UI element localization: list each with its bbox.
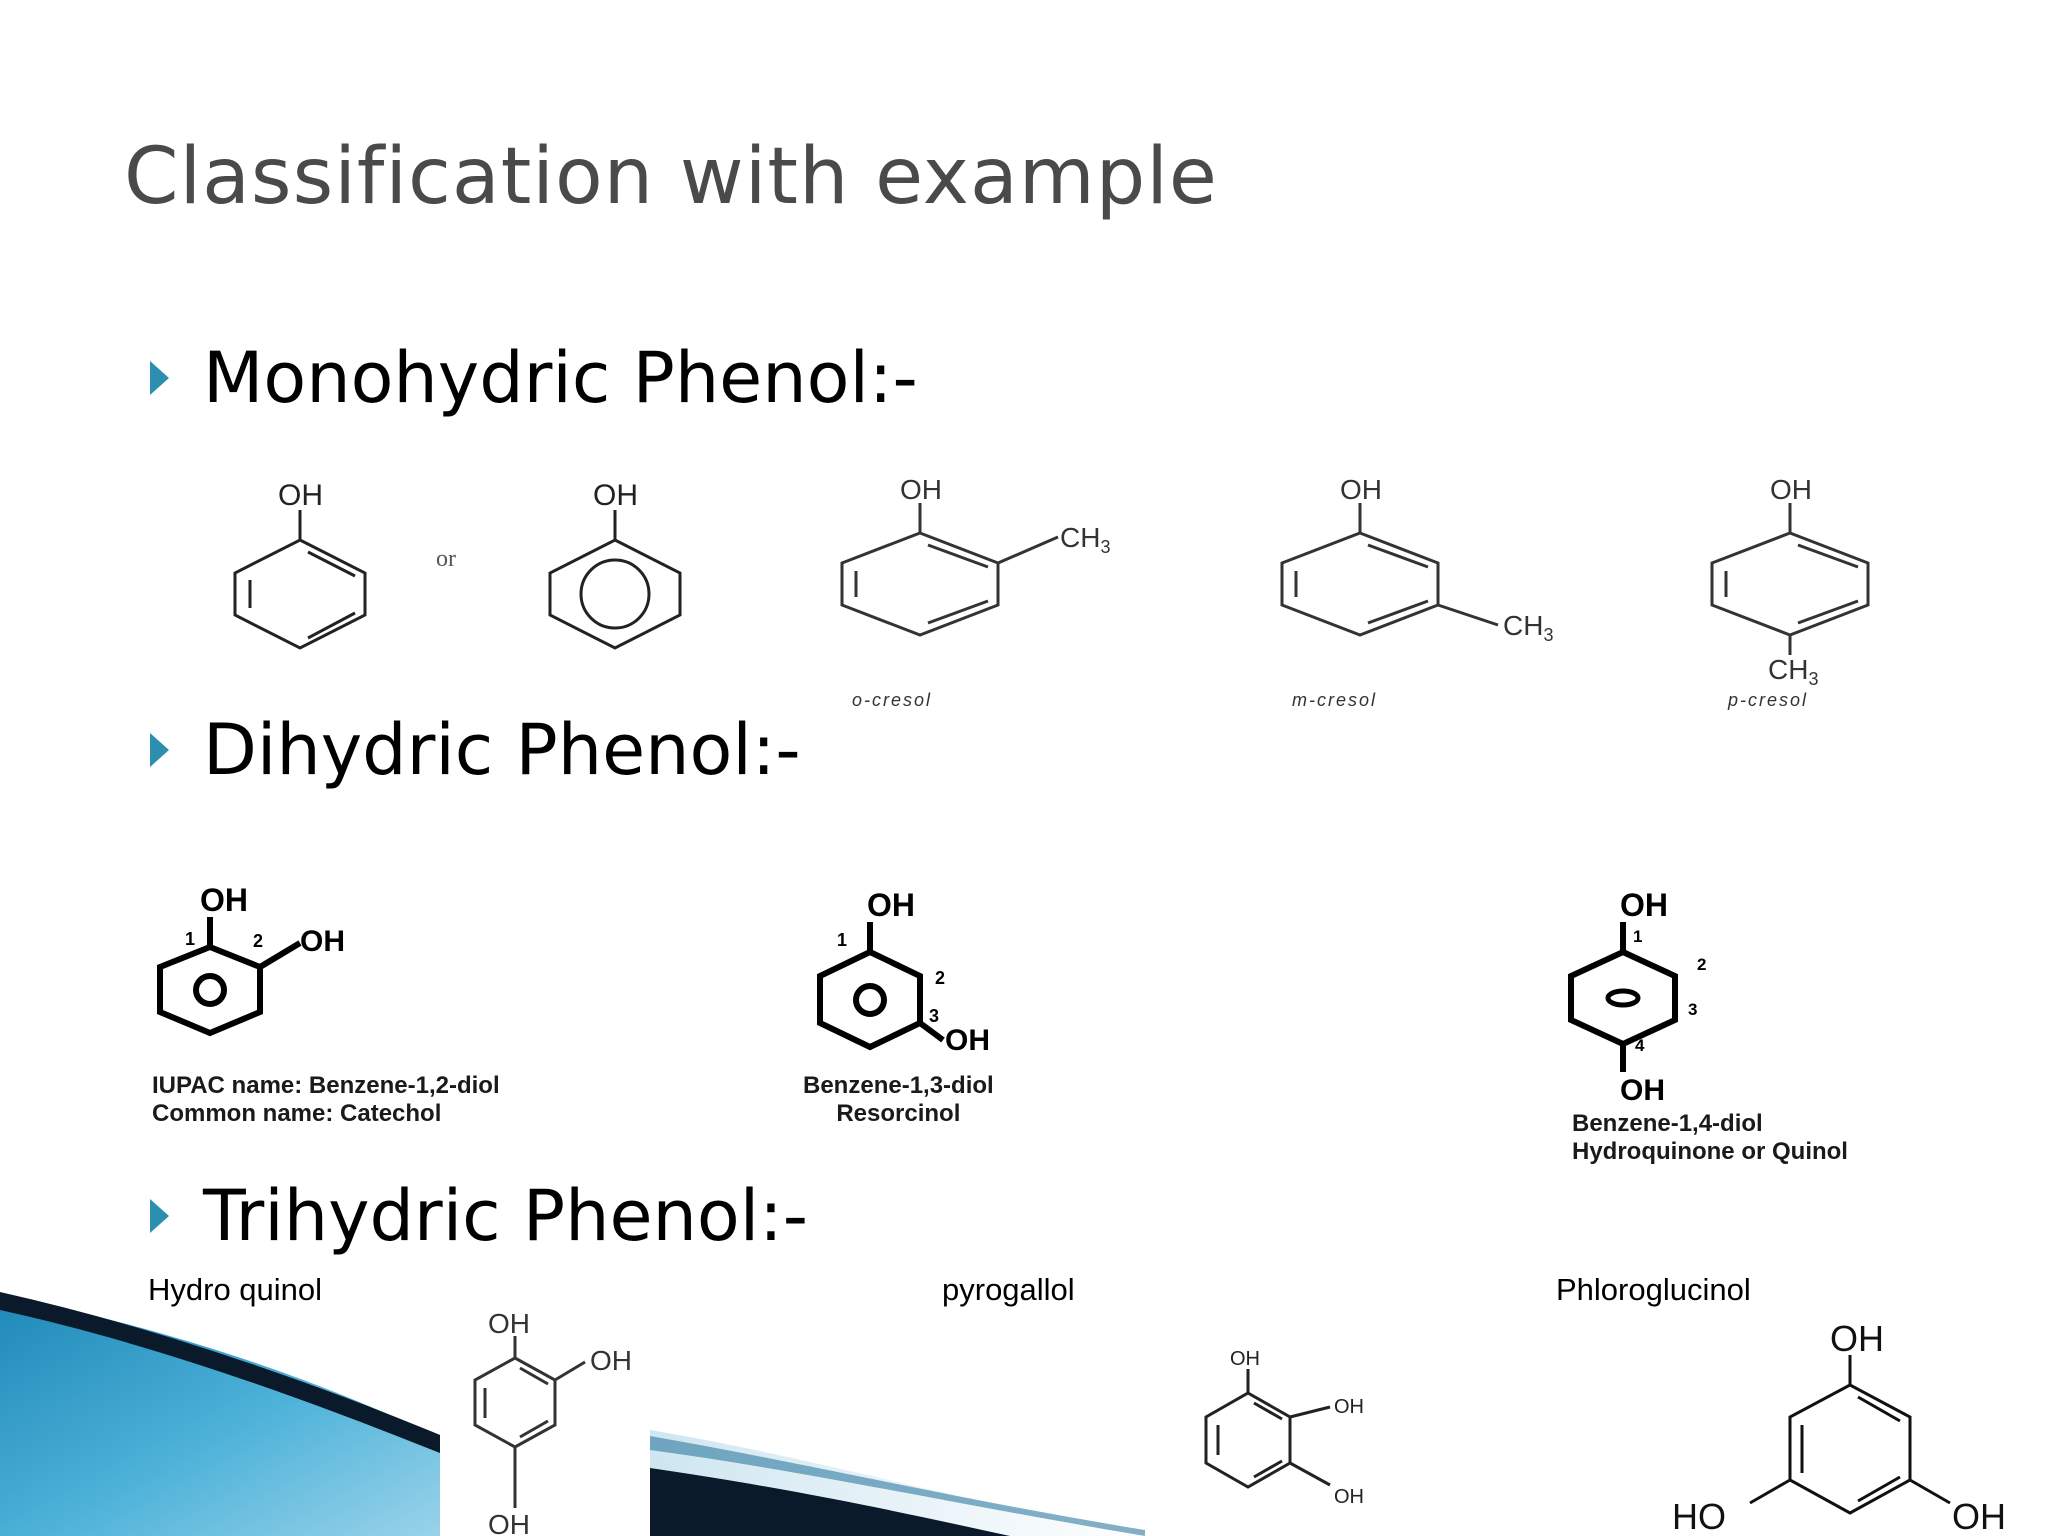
p-cresol-structure: OH CH3 — [1710, 474, 1870, 689]
catechol-iupac-name: IUPAC name: Benzene-1,2-diol — [152, 1072, 500, 1099]
resorcinol-structure: OH OH 1 2 3 — [817, 887, 990, 1057]
ch3-label: CH3 — [1503, 610, 1553, 645]
position-3-label: 3 — [1688, 1000, 1697, 1019]
o-cresol-label: o-cresol — [852, 690, 933, 710]
caption-hydro-quinol: Hydro quinol — [148, 1272, 323, 1307]
oh-label: OH — [1620, 887, 1668, 923]
hydroquinone-structure: OH OH 1 2 3 4 — [1568, 887, 1706, 1107]
ch3-label: CH3 — [1060, 522, 1110, 557]
oh-label: OH — [590, 1345, 632, 1376]
position-4-label: 4 — [1635, 1036, 1645, 1055]
oh-label: OH — [1230, 1348, 1260, 1370]
resorcinol-name: Benzene-1,3-diol Resorcinol — [803, 1072, 994, 1128]
oh-label: OH — [1334, 1396, 1364, 1418]
caption-pyrogallol: pyrogallol — [942, 1272, 1075, 1307]
p-cresol-label: p-cresol — [1728, 690, 1809, 710]
bullet-dihydric: Dihydric Phenol:- — [150, 709, 801, 791]
position-1-label: 1 — [1633, 927, 1642, 946]
oh-label: OH — [488, 1509, 530, 1536]
caption-phloroglucinol: Phloroglucinol — [1556, 1272, 1751, 1307]
bullet-trihydric: Trihydric Phenol:- — [150, 1175, 809, 1257]
resorcinol-common-name: Resorcinol — [836, 1100, 961, 1127]
oh-label: OH — [1334, 1486, 1364, 1508]
oh-label: OH — [1830, 1318, 1884, 1359]
oh-label: OH — [200, 882, 248, 918]
oh-label: OH — [1952, 1496, 2006, 1536]
section-heading-trihydric: Trihydric Phenol:- — [203, 1175, 809, 1257]
phloroglucinol-structure: OH HO OH — [1672, 1318, 2006, 1536]
oh-label: OH — [488, 1308, 530, 1339]
section-heading-dihydric: Dihydric Phenol:- — [203, 709, 801, 791]
position-2-label: 2 — [935, 968, 945, 988]
or-label: or — [436, 546, 456, 572]
oh-label: OH — [593, 479, 638, 512]
hydroquinone-common-name: Hydroquinone or Quinol — [1572, 1138, 1848, 1165]
hydroxyquinol-structure: OH OH OH — [440, 1300, 650, 1536]
phenol-circle-structure: OH — [548, 479, 682, 650]
bullet-monohydric: Monohydric Phenol:- — [150, 337, 918, 419]
catechol-name: IUPAC name: Benzene-1,2-diol Common name… — [152, 1072, 500, 1128]
oh-label: OH — [1770, 474, 1812, 505]
oh-label: OH — [945, 1024, 990, 1057]
pyrogallol-structure: OH OH OH — [1204, 1348, 1364, 1508]
position-1-label: 1 — [837, 930, 847, 950]
oh-label: OH — [1340, 474, 1382, 505]
position-2-label: 2 — [1697, 955, 1706, 974]
ch3-label: CH3 — [1768, 654, 1818, 689]
oh-label: OH — [867, 887, 915, 923]
m-cresol-label: m-cresol — [1292, 690, 1378, 710]
catechol-structure: OH OH 1 2 — [157, 882, 345, 1037]
position-2-label: 2 — [253, 931, 263, 951]
position-1-label: 1 — [185, 929, 195, 949]
section-heading-monohydric: Monohydric Phenol:- — [203, 337, 918, 419]
bullet-arrow-icon — [150, 733, 169, 767]
position-3-label: 3 — [929, 1006, 939, 1026]
oh-label: OH — [300, 925, 345, 958]
bullet-arrow-icon — [150, 361, 169, 395]
hydroquinone-iupac-name: Benzene-1,4-diol — [1572, 1110, 1763, 1137]
oh-label: OH — [1620, 1074, 1665, 1107]
resorcinol-iupac-name: Benzene-1,3-diol — [803, 1072, 994, 1099]
o-cresol-structure: OH CH3 — [840, 474, 1110, 637]
oh-label: OH — [278, 479, 323, 512]
phenol-kekule-structure: OH — [233, 479, 367, 650]
hydroquinone-name: Benzene-1,4-diol Hydroquinone or Quinol — [1572, 1110, 1848, 1166]
ho-label: HO — [1672, 1496, 1726, 1536]
bullet-arrow-icon — [150, 1199, 169, 1233]
slide-title: Classification with example — [124, 132, 1218, 222]
m-cresol-structure: OH CH3 — [1280, 474, 1553, 645]
oh-label: OH — [900, 474, 942, 505]
catechol-common-name: Common name: Catechol — [152, 1100, 442, 1127]
